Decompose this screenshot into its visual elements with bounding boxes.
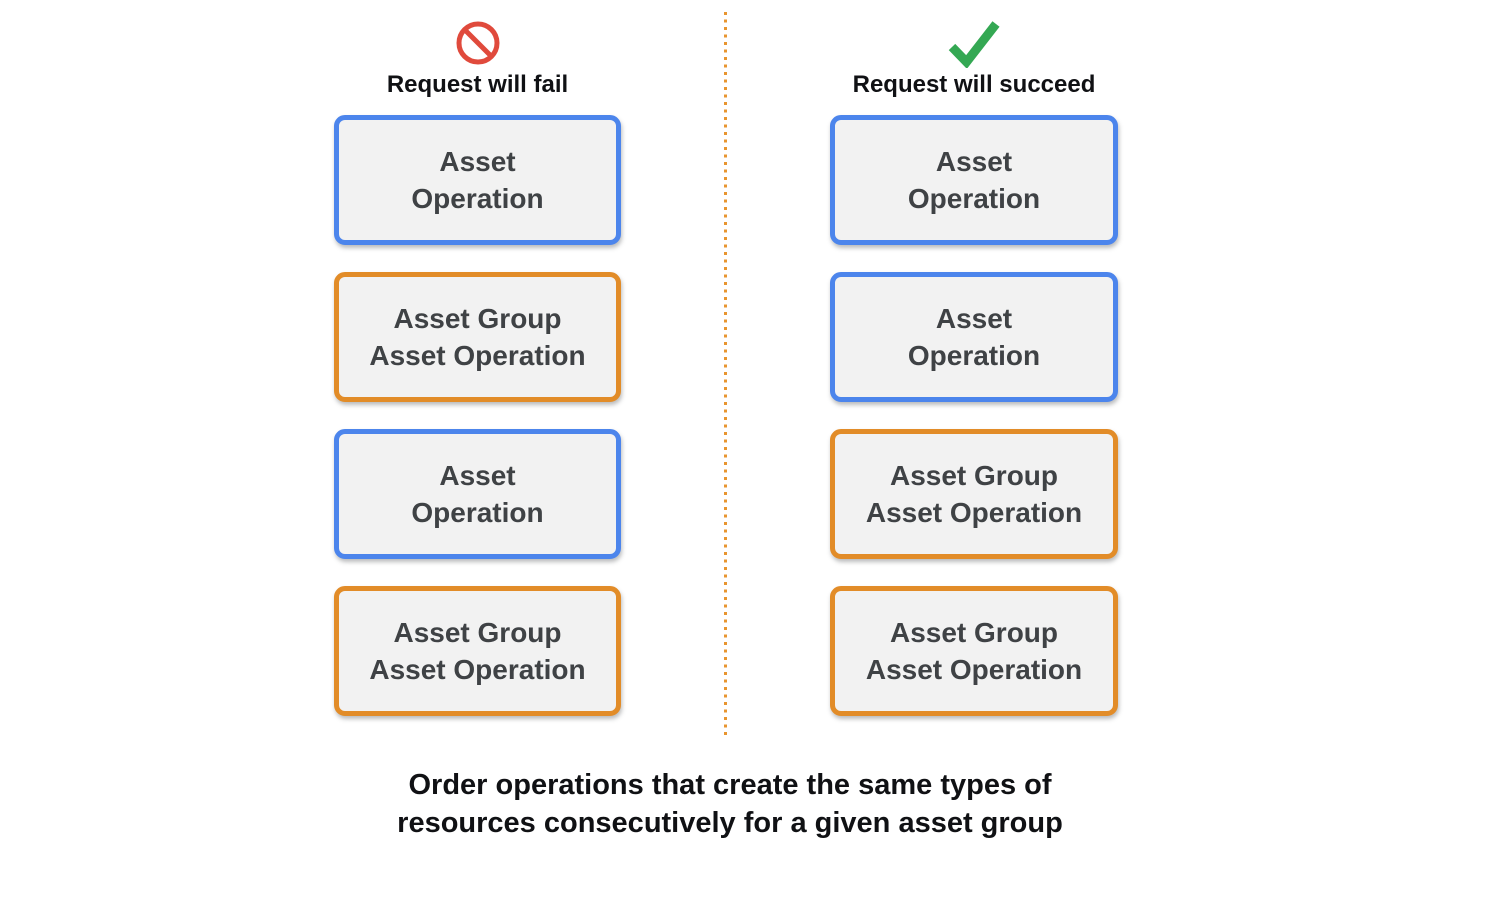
fail-box-1-asset-operation: Asset Operation (334, 115, 621, 245)
fail-box-2-asset-group-asset-operation: Asset Group Asset Operation (334, 272, 621, 402)
succeed-column: Request will succeed Asset Operation Ass… (830, 18, 1118, 716)
succeed-box-3-asset-group-asset-operation: Asset Group Asset Operation (830, 429, 1118, 559)
box-label: Asset Operation (411, 146, 544, 214)
fail-box-3-asset-operation: Asset Operation (334, 429, 621, 559)
succeed-box-2-asset-operation: Asset Operation (830, 272, 1118, 402)
box-label: Asset Group Asset Operation (369, 617, 586, 685)
box-label: Asset Operation (907, 146, 1041, 214)
fail-box-4-asset-group-asset-operation: Asset Group Asset Operation (334, 586, 621, 716)
box-label: Asset Group Asset Operation (369, 303, 586, 371)
dotted-divider (724, 12, 727, 738)
box-label: Asset Group Asset Operation (865, 617, 1083, 685)
succeed-box-1-asset-operation: Asset Operation (830, 115, 1118, 245)
box-label: Asset Operation (907, 303, 1041, 371)
caption: Order operations that create the same ty… (397, 769, 1063, 839)
box-label: Asset Operation (411, 460, 544, 528)
succeed-box-4-asset-group-asset-operation: Asset Group Asset Operation (830, 586, 1118, 716)
succeed-box-list: Asset Operation Asset Operation Asset Gr… (830, 115, 1118, 716)
fail-column: Request will fail Asset Operation Asset … (334, 18, 621, 716)
succeed-column-title: Request will succeed (852, 71, 1096, 98)
checkmark-icon (945, 18, 1003, 68)
box-label: Asset Group Asset Operation (865, 460, 1083, 528)
fail-box-list: Asset Operation Asset Group Asset Operat… (334, 115, 621, 716)
prohibition-icon (455, 18, 501, 68)
fail-column-title: Request will fail (386, 71, 569, 98)
